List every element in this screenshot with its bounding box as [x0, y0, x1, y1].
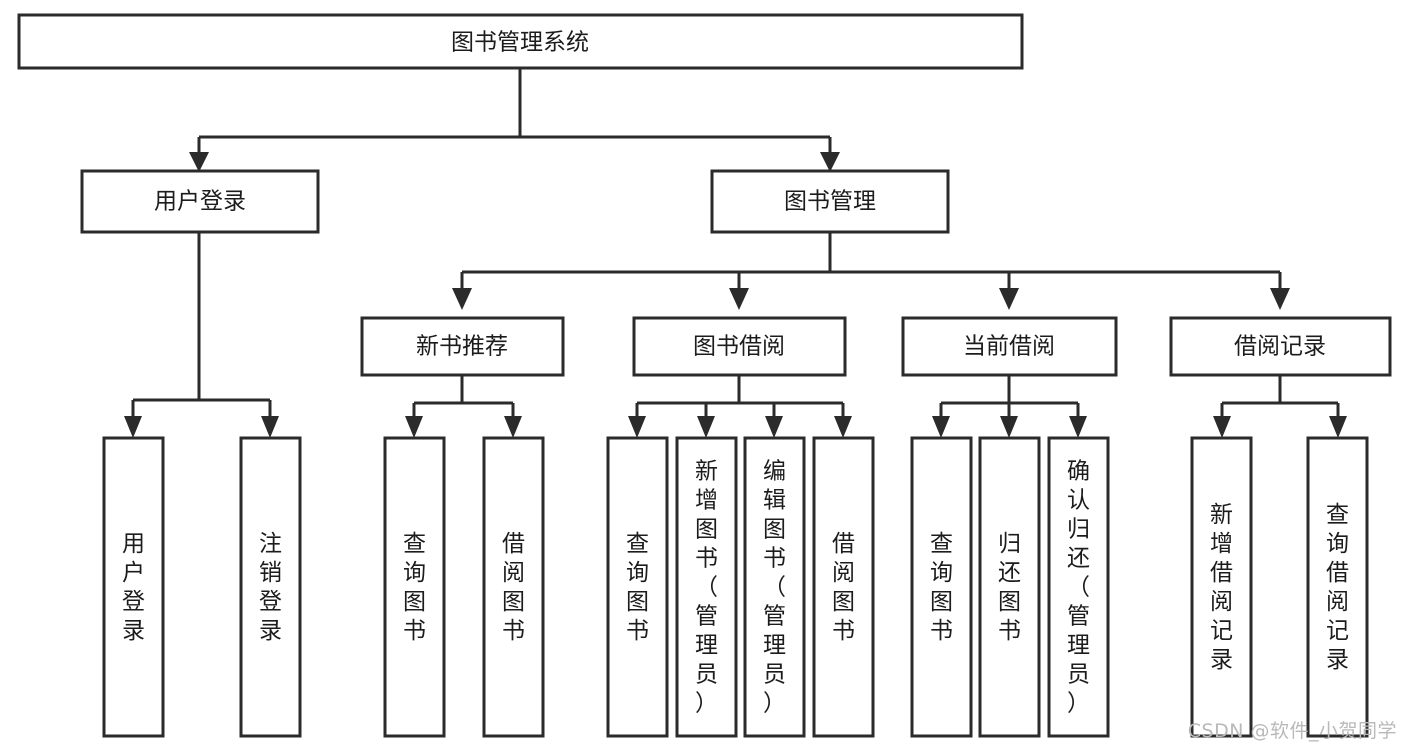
- node-borrow-record-label: 借阅记录: [1234, 334, 1326, 360]
- node-leaf-edit-book-box[interactable]: [743, 436, 806, 738]
- node-leaf-add-record[interactable]: 新增借阅记录: [1190, 436, 1253, 738]
- node-leaf-user-logout[interactable]: 注销登录: [239, 436, 302, 738]
- node-borrow-record[interactable]: 借阅记录: [1169, 316, 1392, 377]
- node-leaf-query-book-3-box[interactable]: [910, 436, 973, 738]
- node-leaf-query-book-2-label: 查询图书: [626, 531, 649, 644]
- node-leaf-query-record-box[interactable]: [1306, 436, 1369, 738]
- node-root-label: 图书管理系统: [451, 30, 589, 56]
- node-borrow-record-box[interactable]: [1169, 316, 1392, 377]
- connector-root-trunk: [197, 68, 832, 156]
- node-root[interactable]: 图书管理系统: [17, 13, 1024, 70]
- node-leaf-user-logout-label: 注销登录: [259, 531, 282, 644]
- arrow-icon-to-leaf-edit-book: [765, 416, 783, 438]
- node-leaf-user-login-label: 用户登录: [122, 531, 145, 644]
- connector-borrow-record-bus: [1220, 376, 1340, 420]
- node-leaf-query-book-1-box[interactable]: [383, 436, 446, 738]
- node-leaf-query-record-label: 查询借阅记录: [1326, 502, 1349, 673]
- arrow-icon-to-book-borrow: [729, 288, 749, 310]
- node-leaf-query-book-2[interactable]: 查询图书: [606, 436, 669, 738]
- node-leaf-confirm-return[interactable]: 确认归还（管理员）: [1047, 436, 1110, 738]
- node-leaf-return-book-label: 归还图书: [998, 531, 1021, 644]
- node-leaf-query-book-1[interactable]: 查询图书: [383, 436, 446, 738]
- arrow-icon-to-leaf-user-login: [124, 416, 142, 438]
- node-book-borrow-label: 图书借阅: [693, 334, 785, 360]
- arrow-icon-to-leaf-add-book: [697, 416, 715, 438]
- arrow-icon-to-leaf-borrow-book-2: [834, 416, 852, 438]
- node-book-borrow[interactable]: 图书借阅: [632, 316, 847, 377]
- node-root-box[interactable]: [17, 13, 1024, 70]
- node-book-manage-box[interactable]: [710, 169, 950, 234]
- connector-new-book-bus: [412, 376, 515, 420]
- node-current-borrow-box[interactable]: [901, 316, 1118, 377]
- node-leaf-borrow-book-1-label: 借阅图书: [502, 531, 525, 644]
- connector-book-borrow-bus: [635, 376, 845, 420]
- node-leaf-user-logout-box[interactable]: [239, 436, 302, 738]
- connector-current-borrow-bus: [939, 376, 1080, 420]
- node-leaf-add-book-label: 新增图书（管理员）: [695, 459, 718, 717]
- node-leaf-query-book-1-label: 查询图书: [403, 531, 426, 644]
- node-leaf-edit-book[interactable]: 编辑图书（管理员）: [743, 436, 806, 738]
- node-leaf-user-login-box[interactable]: [102, 436, 165, 738]
- arrow-icon-to-leaf-query-record: [1329, 416, 1347, 438]
- node-new-book-recommend[interactable]: 新书推荐: [360, 316, 565, 377]
- node-leaf-borrow-book-2[interactable]: 借阅图书: [812, 436, 875, 738]
- node-new-book-recommend-label: 新书推荐: [416, 334, 508, 360]
- node-leaf-add-record-label: 新增借阅记录: [1210, 502, 1233, 673]
- arrow-icon-to-leaf-user-logout: [261, 416, 279, 438]
- node-leaf-borrow-book-1[interactable]: 借阅图书: [482, 436, 545, 738]
- node-leaf-query-book-3[interactable]: 查询图书: [910, 436, 973, 738]
- node-leaf-borrow-book-2-box[interactable]: [812, 436, 875, 738]
- node-user-login[interactable]: 用户登录: [80, 169, 320, 234]
- connector-layer: [131, 68, 1340, 420]
- node-leaf-return-book-box[interactable]: [978, 436, 1041, 738]
- node-current-borrow-label: 当前借阅: [963, 334, 1055, 360]
- node-new-book-recommend-box[interactable]: [360, 316, 565, 377]
- node-book-manage-label: 图书管理: [784, 189, 876, 215]
- connector-user-login-bus: [131, 232, 272, 420]
- node-leaf-confirm-return-label: 确认归还（管理员）: [1067, 459, 1090, 717]
- arrow-icon-to-leaf-add-record: [1213, 416, 1231, 438]
- node-leaf-borrow-book-1-box[interactable]: [482, 436, 545, 738]
- node-leaf-add-record-box[interactable]: [1190, 436, 1253, 738]
- node-leaf-return-book[interactable]: 归还图书: [978, 436, 1041, 738]
- node-leaf-add-book-box[interactable]: [675, 436, 738, 738]
- node-leaf-user-login[interactable]: 用户登录: [102, 436, 165, 738]
- arrow-icon-to-leaf-query-book-2: [628, 416, 646, 438]
- arrow-icon-to-leaf-borrow-book-1: [504, 416, 522, 438]
- node-book-manage[interactable]: 图书管理: [710, 169, 950, 234]
- arrow-icon-to-new-book-recommend: [452, 288, 472, 310]
- node-user-login-box[interactable]: [80, 169, 320, 234]
- arrow-icon-to-book-manage: [820, 152, 840, 172]
- node-leaf-query-record[interactable]: 查询借阅记录: [1306, 436, 1369, 738]
- arrowhead-layer: [124, 152, 1347, 438]
- node-user-login-label: 用户登录: [154, 189, 246, 215]
- arrow-icon-to-borrow-record: [1270, 288, 1290, 310]
- node-leaf-add-book[interactable]: 新增图书（管理员）: [675, 436, 738, 738]
- node-leaf-borrow-book-2-label: 借阅图书: [832, 531, 855, 644]
- arrow-icon-to-leaf-query-book-3: [932, 416, 950, 438]
- connector-book-manage-bus: [460, 232, 1282, 292]
- node-leaf-edit-book-label: 编辑图书（管理员）: [763, 459, 786, 717]
- node-leaf-query-book-3-label: 查询图书: [930, 531, 953, 644]
- arrow-icon-to-current-borrow: [999, 288, 1019, 310]
- csdn-watermark: CSDN @软件_小贺同学: [1187, 720, 1397, 742]
- arrow-icon-to-leaf-query-book-1: [405, 416, 423, 438]
- arrow-icon-to-leaf-return-book: [1000, 416, 1018, 438]
- node-leaf-query-book-2-box[interactable]: [606, 436, 669, 738]
- node-current-borrow[interactable]: 当前借阅: [901, 316, 1118, 377]
- arrow-icon-to-user-login: [189, 152, 209, 172]
- arrow-icon-to-leaf-confirm-return: [1069, 416, 1087, 438]
- node-leaf-confirm-return-box[interactable]: [1047, 436, 1110, 738]
- node-book-borrow-box[interactable]: [632, 316, 847, 377]
